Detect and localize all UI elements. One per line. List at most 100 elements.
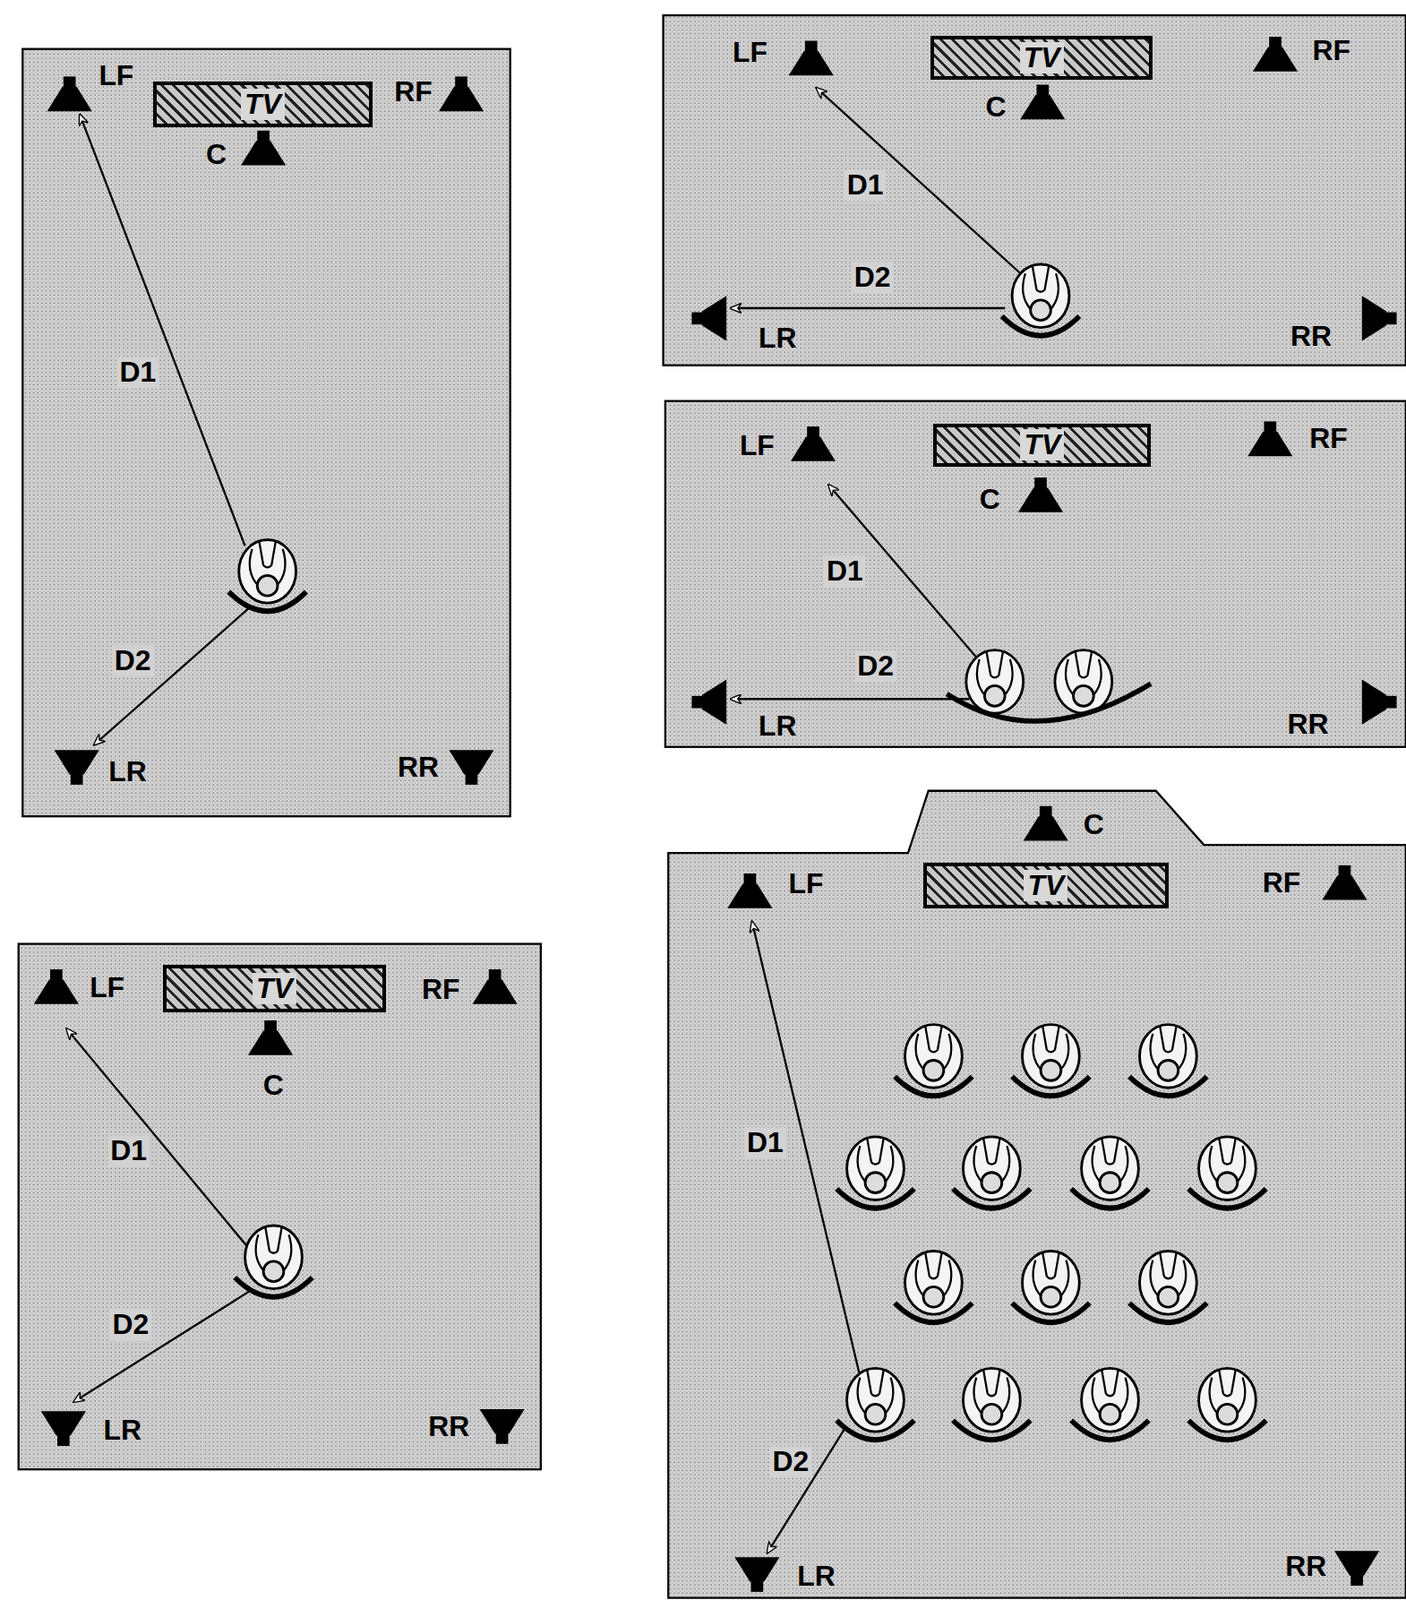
listener-figure	[1011, 1024, 1090, 1097]
tv-label: TV	[1020, 428, 1064, 461]
distance-label: D1	[107, 1135, 150, 1167]
tv-label: TV	[1020, 42, 1064, 74]
speaker-symbol	[54, 749, 100, 785]
label-holder: RF	[1262, 866, 1302, 899]
speaker-label: LF	[89, 971, 125, 1004]
distance-label: D2	[854, 650, 897, 682]
tv-label: TV	[1023, 869, 1068, 901]
label-holder: D2	[851, 261, 894, 293]
label-holder: RF	[1312, 34, 1352, 67]
label-holder: LF	[89, 971, 125, 1004]
listener-figure	[966, 650, 1024, 714]
speaker-symbol	[691, 679, 727, 725]
label-holder: C	[979, 484, 1001, 516]
label-holder: LF	[732, 37, 768, 69]
label-holder: C	[1083, 808, 1105, 841]
label-holder: RR	[1290, 320, 1332, 352]
label-holder: LR	[758, 323, 798, 355]
speaker-label: RF	[394, 76, 433, 108]
speaker-label: LF	[732, 37, 768, 69]
label-holder: C	[205, 139, 227, 172]
label-holder: D1	[823, 555, 866, 587]
couch-arc	[946, 683, 1151, 721]
label-holder: RR	[1285, 1550, 1327, 1582]
room-outline	[18, 943, 541, 1470]
speaker-label: LR	[758, 711, 798, 743]
label-holder: RR	[1287, 708, 1329, 740]
label-holder: LF	[98, 60, 134, 93]
listener-figure	[894, 1250, 973, 1322]
speaker-label: RF	[1262, 866, 1302, 899]
label-holder: LR	[797, 1560, 836, 1593]
listener-figure	[1129, 1250, 1208, 1322]
speaker-symbol	[47, 76, 93, 112]
speaker-label: C	[263, 1070, 284, 1102]
label-holder: LF	[739, 429, 775, 462]
speaker-label: RF	[421, 974, 461, 1006]
distance-label: D2	[770, 1445, 813, 1477]
speaker-label: RR	[1290, 320, 1332, 352]
label-holder: D1	[116, 356, 159, 388]
listener-figure	[952, 1367, 1031, 1440]
tv-screen: TV	[153, 81, 373, 128]
speaker-label: LR	[102, 1414, 142, 1447]
listener-figure	[1071, 1136, 1149, 1209]
room-outline	[668, 790, 1406, 1598]
listener-figure	[1188, 1367, 1267, 1440]
distance-arrow	[767, 1428, 846, 1553]
distance-arrow	[73, 1290, 250, 1402]
tv-screen: TV	[933, 423, 1151, 467]
listener-figure	[894, 1024, 973, 1097]
distance-label: D2	[111, 645, 155, 678]
speaker-symbol	[734, 1556, 780, 1592]
label-holder: D1	[744, 1127, 787, 1159]
speaker-label: LR	[108, 756, 147, 789]
speaker-symbol	[790, 426, 836, 462]
speaker-symbol	[438, 76, 484, 112]
speaker-label: RR	[428, 1410, 470, 1442]
speaker-symbol	[34, 968, 79, 1004]
speaker-symbol	[691, 295, 727, 341]
label-holder: LR	[102, 1414, 142, 1447]
label-holder: D2	[770, 1445, 813, 1477]
speaker-symbol	[1362, 295, 1398, 341]
speaker-symbol	[1023, 805, 1069, 841]
distance-arrow	[66, 1028, 250, 1250]
tv-label: TV	[240, 88, 285, 121]
listener-figure	[228, 540, 307, 612]
distance-label: D1	[844, 170, 887, 202]
distance-label: D1	[116, 356, 159, 388]
label-holder: LF	[788, 867, 824, 900]
distance-arrow	[79, 114, 246, 547]
label-holder: RR	[397, 751, 439, 783]
speaker-label: LF	[739, 429, 775, 462]
room-outline	[665, 401, 1406, 747]
listener-figure	[1129, 1024, 1208, 1097]
listener-figure	[836, 1136, 915, 1209]
label-holder: RF	[394, 76, 433, 108]
speaker-label: C	[1083, 808, 1105, 841]
listener-figure	[1054, 650, 1113, 714]
listener-figure	[952, 1136, 1031, 1209]
speaker-label: LF	[788, 867, 824, 900]
tv-label: TV	[252, 972, 297, 1004]
label-holder: RF	[421, 974, 461, 1006]
label-holder: LR	[108, 756, 147, 789]
speaker-symbol	[448, 749, 494, 785]
speaker-symbol	[727, 873, 772, 909]
speaker-label: LR	[797, 1560, 836, 1593]
speaker-symbol	[1334, 1550, 1380, 1586]
label-holder: C	[263, 1070, 284, 1102]
speaker-symbol	[472, 968, 518, 1004]
listener-figure	[836, 1367, 915, 1440]
label-holder: RF	[1309, 422, 1348, 455]
speaker-symbol	[1362, 679, 1398, 725]
tv-screen: TV	[162, 964, 386, 1013]
speaker-label: LR	[758, 323, 798, 355]
listener-figure	[1071, 1367, 1149, 1440]
speaker-symbol	[1247, 420, 1293, 456]
speaker-symbol	[1020, 85, 1065, 121]
speaker-label: LF	[98, 60, 134, 93]
distance-arrow	[94, 607, 250, 746]
